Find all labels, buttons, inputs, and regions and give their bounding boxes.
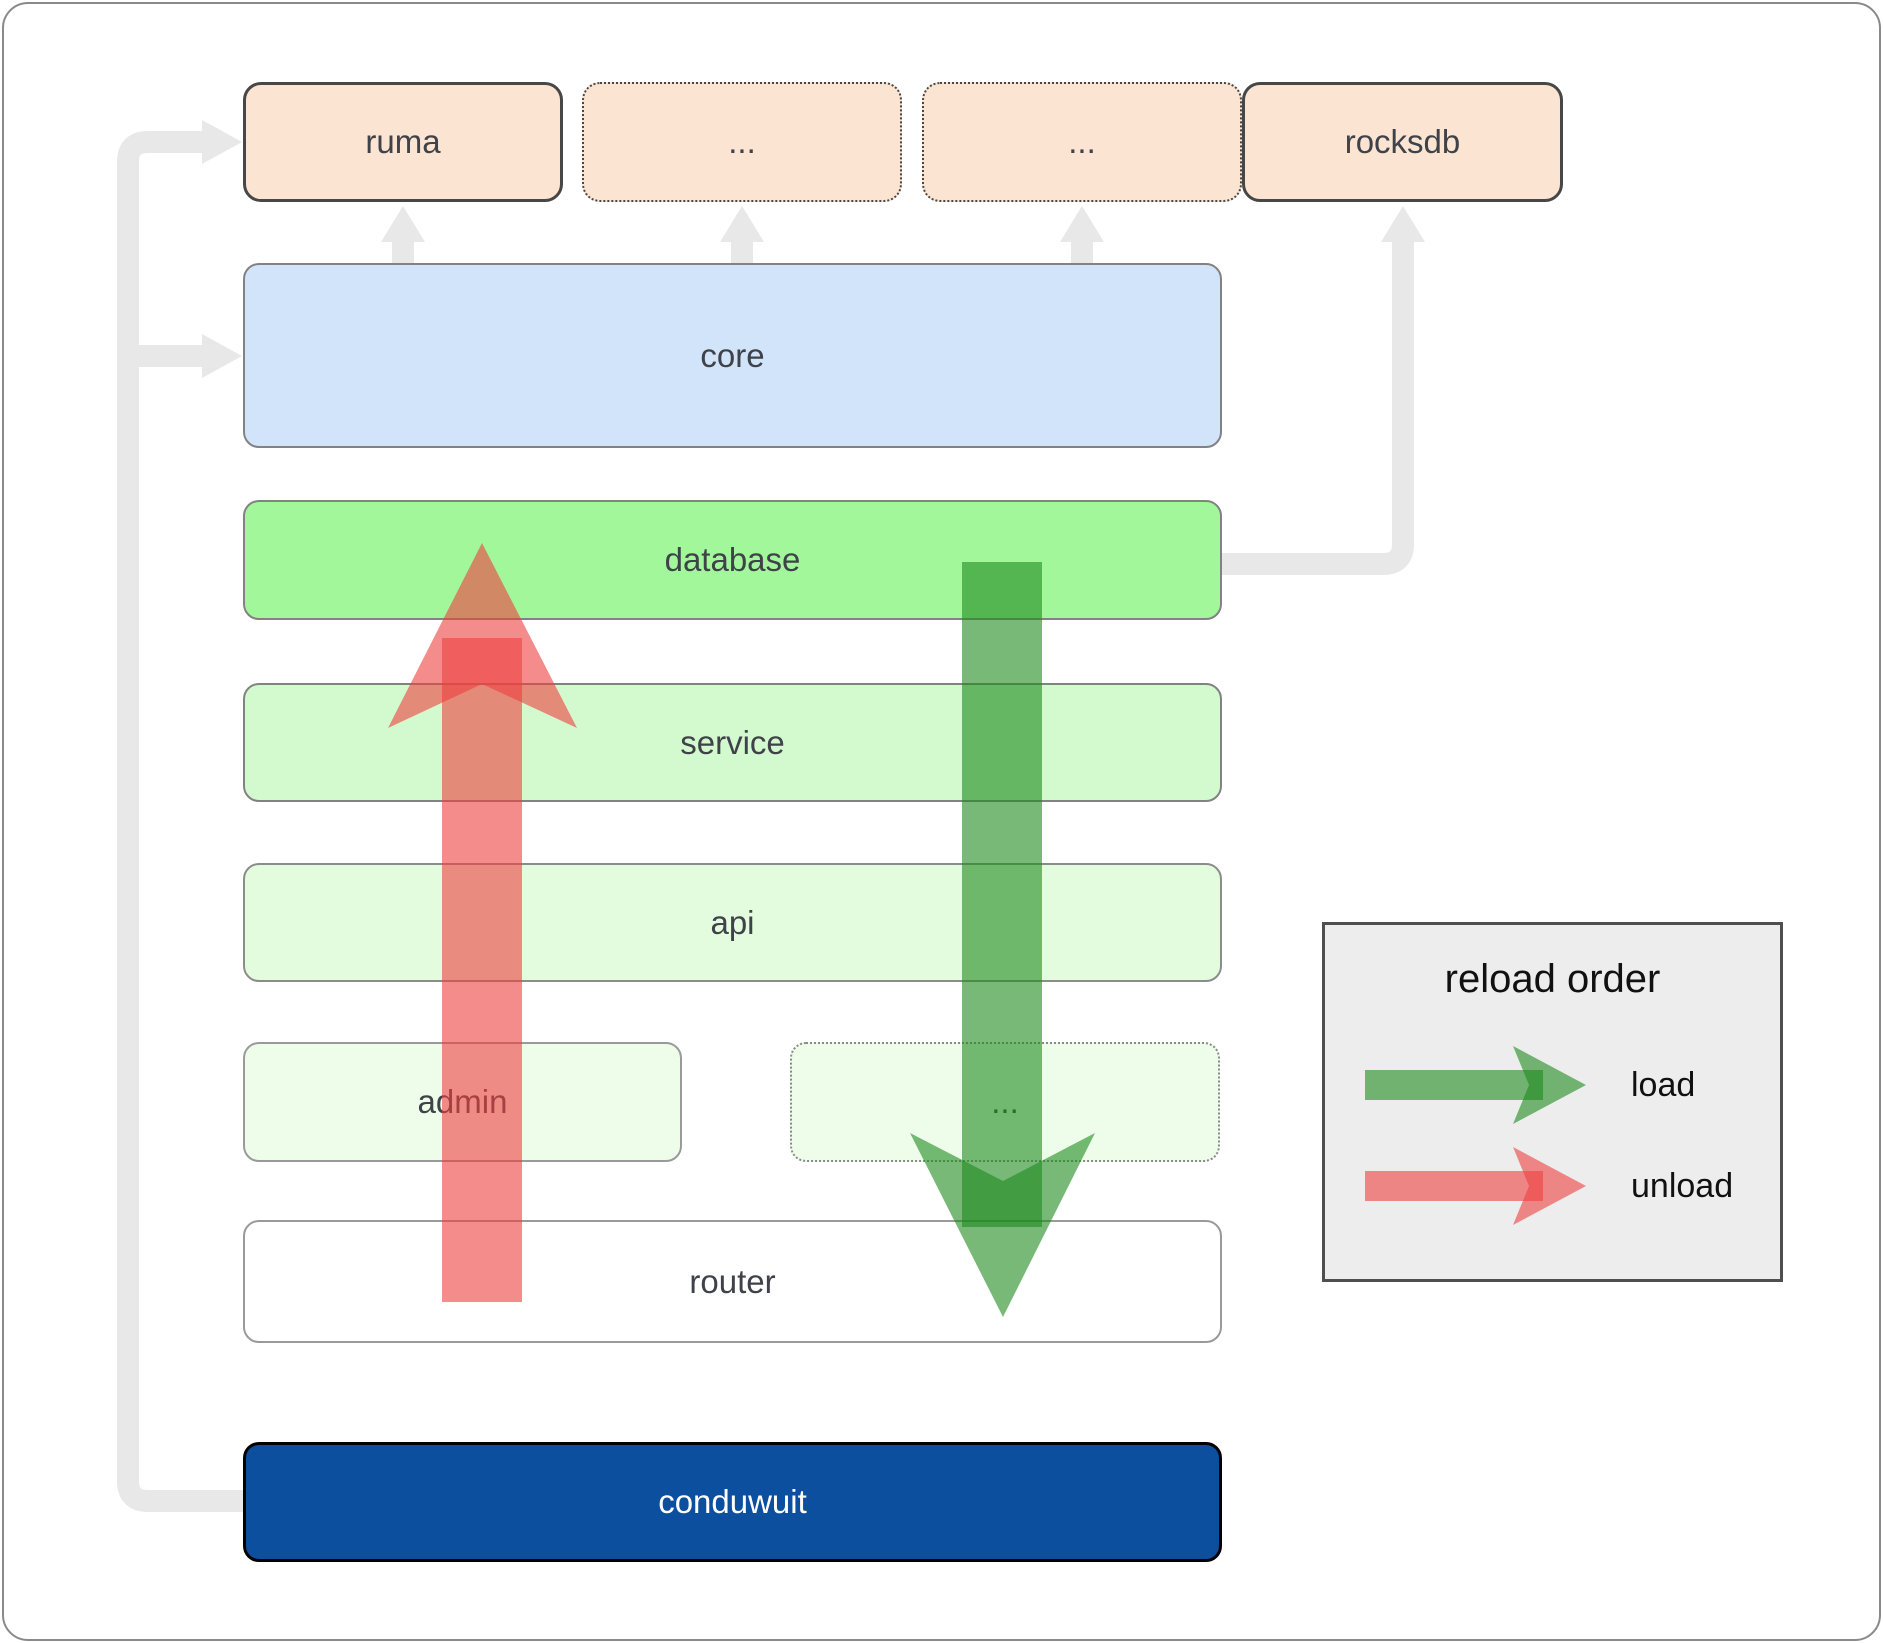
legend-reload-order: reload order load unload — [1322, 922, 1783, 1282]
legend-item-unload: unload — [1365, 1147, 1733, 1225]
node-ellipsis-top-2: ... — [922, 82, 1242, 202]
node-ellipsis-top-1: ... — [582, 82, 902, 202]
arrowhead-core-to-ruma — [381, 206, 425, 242]
legend-unload-label: unload — [1631, 1166, 1734, 1205]
unload-legend-shaft — [1365, 1171, 1543, 1201]
node-ellipsis-top-2-label: ... — [1068, 123, 1096, 160]
node-conduwuit: conduwuit — [243, 1442, 1222, 1562]
edge-conduwuit-ruma — [117, 131, 245, 1512]
node-rocksdb-label: rocksdb — [1344, 123, 1461, 160]
arrowhead-into-core — [202, 334, 242, 378]
node-conduwuit-label: conduwuit — [658, 1483, 807, 1520]
load-arrow-icon — [1365, 1046, 1586, 1124]
legend-item-load: load — [1365, 1046, 1695, 1124]
node-service-label: service — [680, 723, 785, 761]
node-admin-label: admin — [417, 1083, 508, 1120]
node-ellipsis-admin-row: ... — [790, 1042, 1220, 1162]
node-api-label: api — [710, 903, 755, 941]
node-router-label: router — [689, 1262, 776, 1300]
node-ruma: ruma — [243, 82, 563, 202]
node-database-label: database — [664, 541, 801, 578]
node-database: database — [243, 500, 1222, 620]
node-core: core — [243, 263, 1222, 448]
legend-load-label: load — [1631, 1065, 1696, 1104]
node-ellipsis-admin-row-label: ... — [991, 1083, 1019, 1120]
node-ruma-label: ruma — [365, 123, 441, 160]
unload-legend-head — [1513, 1147, 1586, 1225]
arrowhead-into-rocksdb — [1381, 206, 1425, 242]
node-core-label: core — [700, 336, 765, 374]
node-ellipsis-top-1-label: ... — [728, 123, 756, 160]
node-rocksdb: rocksdb — [1242, 82, 1563, 202]
arrowhead-core-to-ellipsis-2 — [1060, 206, 1104, 242]
unload-arrow-icon — [1365, 1147, 1586, 1225]
arrowhead-into-ruma — [202, 120, 242, 164]
node-admin: admin — [243, 1042, 682, 1162]
edge-database-rocksdb — [1222, 242, 1414, 575]
node-api: api — [243, 863, 1222, 982]
arrowhead-core-to-ellipsis-1 — [720, 206, 764, 242]
node-service: service — [243, 683, 1222, 802]
node-router: router — [243, 1220, 1222, 1343]
load-legend-shaft — [1365, 1070, 1543, 1100]
load-legend-head — [1513, 1046, 1586, 1124]
legend-title: reload order — [1444, 957, 1661, 1001]
